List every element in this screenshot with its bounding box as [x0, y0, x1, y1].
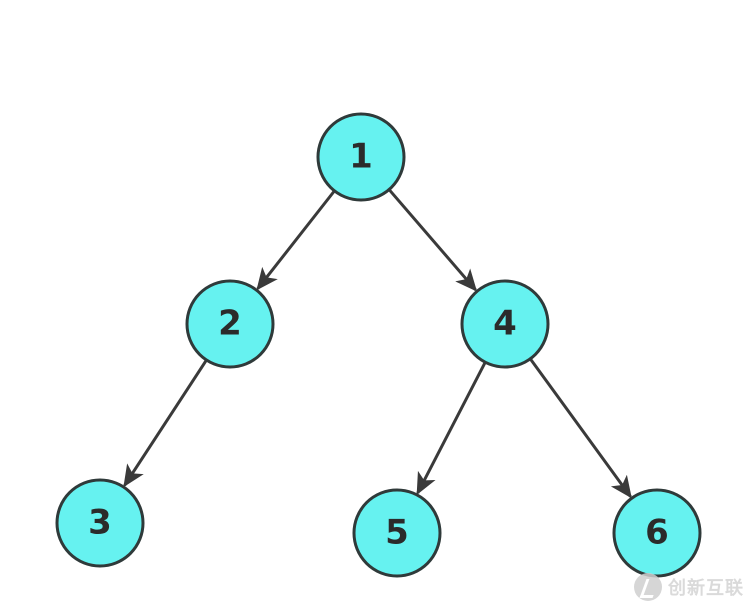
node-label-1: 1 [349, 137, 373, 177]
edge-1-to-2 [256, 190, 336, 291]
nodes: 1 2 4 3 5 6 [55, 112, 702, 578]
edges [123, 189, 632, 499]
node-6: 6 [612, 488, 702, 578]
edge-4-to-5 [416, 362, 487, 495]
node-2: 2 [185, 279, 275, 369]
node-4: 4 [460, 279, 550, 369]
watermark-text: 创新互联 [668, 578, 744, 599]
watermark: 创新互联 [634, 573, 744, 601]
edge-2-to-3 [123, 360, 208, 488]
node-1: 1 [316, 112, 406, 202]
node-circle-1 [316, 112, 406, 202]
edge-4-to-6 [529, 358, 632, 499]
node-circle-5 [352, 488, 442, 578]
edge-1-to-4 [388, 189, 478, 292]
node-3: 3 [55, 478, 145, 568]
node-label-5: 5 [385, 513, 409, 553]
node-circle-2 [185, 279, 275, 369]
node-label-6: 6 [645, 513, 669, 553]
node-label-3: 3 [88, 503, 112, 543]
node-5: 5 [352, 488, 442, 578]
node-circle-4 [460, 279, 550, 369]
node-label-4: 4 [493, 304, 517, 344]
node-circle-3 [55, 478, 145, 568]
brand-logo-icon [634, 573, 662, 601]
node-label-2: 2 [218, 304, 242, 344]
